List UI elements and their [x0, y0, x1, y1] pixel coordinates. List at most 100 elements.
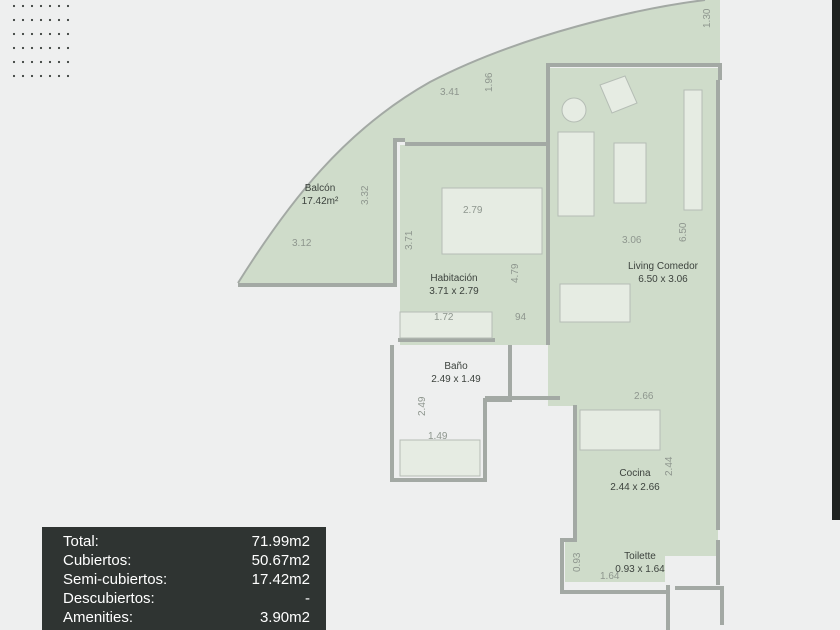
pattern-dot	[57, 46, 61, 50]
pattern-dot	[39, 60, 43, 64]
pattern-dot	[57, 18, 61, 22]
dim-label: 3.32	[360, 185, 371, 205]
room-name-cocina: Cocina	[619, 468, 651, 479]
edge-bar	[832, 0, 840, 520]
summary-label: Amenities:	[63, 609, 134, 626]
dim-label: 1.64	[600, 571, 620, 582]
area-summary-panel: Total: 71.99m2 Cubiertos: 50.67m2 Semi-c…	[42, 527, 326, 630]
dim-label: 3.71	[404, 230, 415, 250]
summary-value: 17.42m2	[251, 571, 310, 588]
dim-label: 2.66	[634, 391, 654, 402]
kitchen-wall	[485, 396, 668, 594]
furniture	[399, 75, 703, 477]
floor-areas	[238, 0, 720, 582]
armchair	[561, 97, 587, 123]
sofa	[557, 131, 595, 217]
pattern-dot	[48, 46, 52, 50]
bath-outline	[390, 345, 512, 482]
dining-table	[559, 283, 631, 323]
pattern-dot	[48, 4, 52, 8]
pattern-dot	[21, 4, 25, 8]
bathtub	[399, 439, 481, 477]
dim-label: 2.49	[417, 396, 428, 416]
room-name-bano: Baño	[444, 361, 468, 372]
room-name-balcon: Balcón	[305, 183, 336, 194]
dim-label: 94	[515, 312, 527, 323]
pattern-dot	[39, 74, 43, 78]
outer-wall-left	[238, 138, 405, 287]
summary-row-total: Total: 71.99m2	[63, 532, 312, 551]
pattern-dot	[12, 74, 16, 78]
summary-row-semicubiertos: Semi-cubiertos: 17.42m2	[63, 570, 312, 589]
room-labels: Balcón 17.42m² Habitación 3.71 x 2.79 Li…	[302, 183, 699, 575]
balcony-rail	[237, 0, 706, 284]
pattern-dot	[21, 32, 25, 36]
pattern-dot	[30, 32, 34, 36]
pattern-dot	[30, 60, 34, 64]
dim-label: 2.79	[463, 205, 483, 216]
pattern-dot	[30, 74, 34, 78]
pattern-dot	[39, 32, 43, 36]
vanity	[399, 311, 493, 339]
pattern-dot	[57, 60, 61, 64]
pattern-dot	[66, 46, 70, 50]
pattern-dot	[57, 4, 61, 8]
dim-label: 2.44	[664, 456, 675, 476]
pattern-dot	[39, 4, 43, 8]
pattern-dot	[21, 74, 25, 78]
pattern-dot	[12, 4, 16, 8]
room-size-habitacion: 3.71 x 2.79	[429, 286, 479, 297]
kitchen-counter	[579, 409, 661, 451]
room-name-toilette: Toilette	[624, 551, 656, 562]
dim-label: 0.93	[572, 552, 583, 572]
coffee-table	[613, 142, 647, 204]
pattern-dot	[21, 46, 25, 50]
pattern-dot	[66, 74, 70, 78]
summary-value: -	[305, 590, 310, 607]
dim-label: 3.41	[440, 87, 460, 98]
pattern-dot	[48, 32, 52, 36]
pattern-dot	[66, 60, 70, 64]
pattern-dot	[57, 32, 61, 36]
room-size-bano: 2.49 x 1.49	[431, 374, 481, 385]
summary-row-descubiertos: Descubiertos: -	[63, 589, 312, 608]
pattern-dot	[39, 18, 43, 22]
pattern-dot	[30, 4, 34, 8]
pattern-dot	[12, 46, 16, 50]
pattern-dot	[48, 18, 52, 22]
dimension-labels: 3.41 1.96 1.30 3.32 3.12 2.79 3.71 4.79 …	[292, 8, 713, 582]
pattern-dot	[66, 4, 70, 8]
room-size-toilette: 0.93 x 1.64	[615, 564, 665, 575]
dot-pattern-decoration	[12, 4, 70, 78]
pattern-dot	[21, 18, 25, 22]
pattern-dot	[66, 18, 70, 22]
dim-label: 1.96	[484, 72, 495, 92]
summary-value: 3.90m2	[259, 609, 310, 626]
dim-label: 1.49	[428, 431, 448, 442]
room-size-living: 6.50 x 3.06	[638, 274, 688, 285]
summary-label: Semi-cubiertos:	[63, 571, 168, 588]
summary-value: 50.67m2	[251, 552, 310, 569]
dim-label: 4.79	[510, 263, 521, 283]
rug	[599, 75, 638, 114]
summary-value: 71.99m2	[251, 533, 310, 550]
pattern-dot	[12, 60, 16, 64]
dim-label: 3.06	[622, 235, 642, 246]
dim-label: 3.12	[292, 238, 312, 249]
summary-label: Cubiertos:	[63, 552, 132, 569]
pattern-dot	[39, 46, 43, 50]
summary-label: Total:	[63, 533, 99, 550]
tv-unit	[683, 89, 703, 211]
pattern-dot	[48, 60, 52, 64]
bedroom-top-wall	[405, 63, 722, 146]
pattern-dot	[30, 18, 34, 22]
room-name-habitacion: Habitación	[430, 273, 477, 284]
walls	[237, 0, 724, 630]
dim-label: 1.30	[702, 8, 713, 28]
dim-label: 1.72	[434, 312, 454, 323]
summary-row-cubiertos: Cubiertos: 50.67m2	[63, 551, 312, 570]
pattern-dot	[21, 60, 25, 64]
room-name-living: Living Comedor	[628, 261, 699, 272]
toilet-floor	[565, 540, 665, 582]
